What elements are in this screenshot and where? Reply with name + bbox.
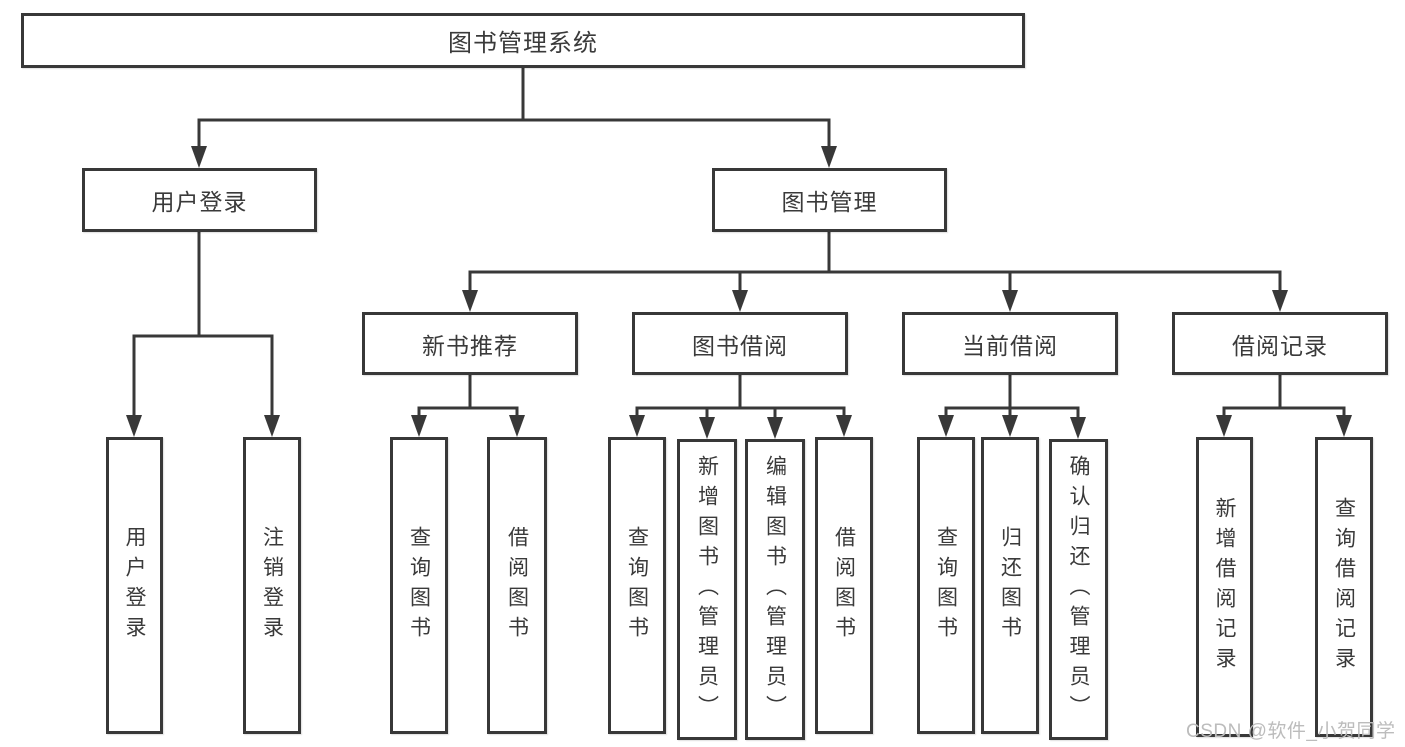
node-current-borrowing: 当前借阅 xyxy=(902,312,1118,375)
node-borrow-records: 借阅记录 xyxy=(1172,312,1388,375)
leaf-return-book-label: 归还图书 xyxy=(998,525,1022,646)
leaf-add-book-admin-label: 新增图书（管理员） xyxy=(695,454,719,725)
leaf-logout-label: 注销登录 xyxy=(260,525,284,646)
leaf-query-books-borrow-label: 查询图书 xyxy=(625,525,649,646)
leaf-user-login-label: 用户登录 xyxy=(123,525,146,646)
leaf-borrow-books-recommend: 借阅图书 xyxy=(487,437,547,734)
leaf-edit-book-admin-label: 编辑图书（管理员） xyxy=(763,454,787,725)
leaf-edit-book-admin: 编辑图书（管理员） xyxy=(745,439,805,740)
leaf-confirm-return-admin: 确认归还（管理员） xyxy=(1049,439,1108,740)
leaf-query-borrow-record: 查询借阅记录 xyxy=(1315,437,1373,737)
leaf-add-borrow-record-label: 新增借阅记录 xyxy=(1213,497,1236,677)
leaf-query-books-borrow: 查询图书 xyxy=(608,437,666,734)
node-book-management: 图书管理 xyxy=(712,168,947,232)
leaf-return-book: 归还图书 xyxy=(981,437,1039,734)
leaf-query-books-recommend: 查询图书 xyxy=(390,437,448,734)
leaf-query-books-recommend-label: 查询图书 xyxy=(407,525,431,646)
node-library-system: 图书管理系统 xyxy=(21,13,1025,68)
leaf-query-borrow-record-label: 查询借阅记录 xyxy=(1332,497,1356,677)
node-book-borrowing: 图书借阅 xyxy=(632,312,848,375)
leaf-query-books-current-label: 查询图书 xyxy=(934,525,958,646)
node-new-book-recommend: 新书推荐 xyxy=(362,312,578,375)
leaf-add-book-admin: 新增图书（管理员） xyxy=(677,439,737,740)
leaf-borrow-books-label: 借阅图书 xyxy=(832,525,856,646)
leaf-confirm-return-admin-label: 确认归还（管理员） xyxy=(1067,454,1090,725)
leaf-logout: 注销登录 xyxy=(243,437,301,734)
leaf-user-login: 用户登录 xyxy=(106,437,163,734)
leaf-query-books-current: 查询图书 xyxy=(917,437,975,734)
watermark: CSDN @软件_小贺同学 xyxy=(1186,721,1396,742)
leaf-borrow-books: 借阅图书 xyxy=(815,437,873,734)
node-user-login: 用户登录 xyxy=(82,168,317,232)
leaf-add-borrow-record: 新增借阅记录 xyxy=(1196,437,1253,737)
leaf-borrow-books-recommend-label: 借阅图书 xyxy=(505,525,529,646)
